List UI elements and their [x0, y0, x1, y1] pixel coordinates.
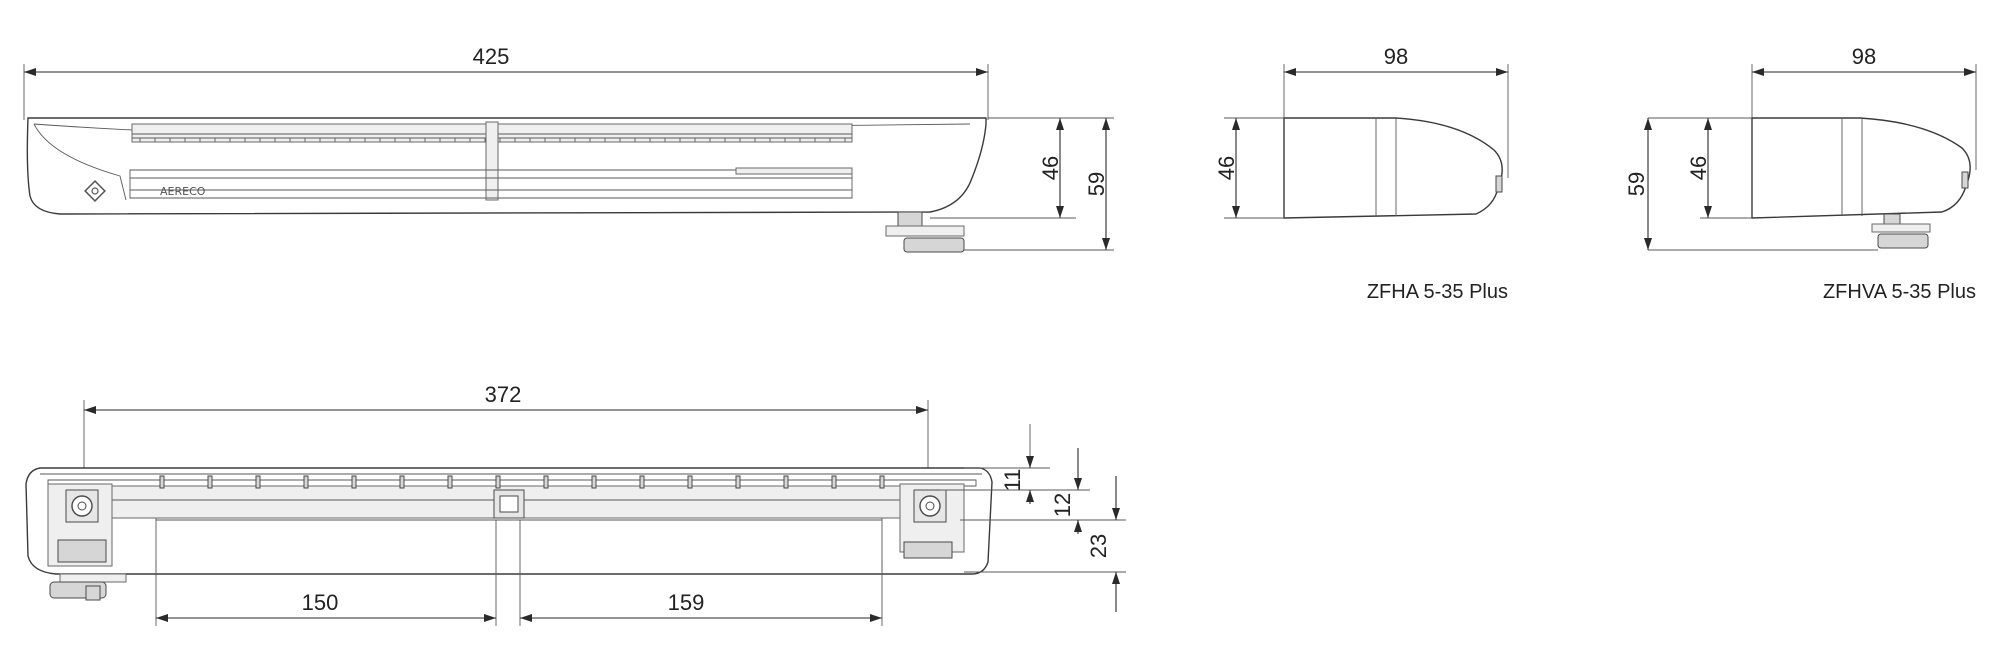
dim-offset-12: 12 — [1050, 493, 1075, 517]
front-view: 425 AERECO 46 59 — [23, 44, 1114, 253]
zfhva-profile — [1751, 117, 1971, 219]
dim-fixing-distance: 372 — [485, 382, 522, 407]
bottom-housing — [25, 467, 993, 575]
dim-offset-23: 23 — [1086, 534, 1111, 558]
dim-front-height-46: 46 — [1038, 156, 1063, 180]
zfha-profile — [1283, 117, 1503, 219]
front-foot — [885, 211, 965, 253]
center-fixing-hole-icon — [493, 489, 525, 519]
dim-zfha-height: 46 — [1214, 156, 1239, 180]
dim-zfha-depth: 98 — [1384, 44, 1408, 69]
dim-overall-width: 425 — [473, 44, 510, 69]
brand-text: AERECO — [160, 185, 206, 198]
dim-zfhva-height-59: 59 — [1624, 172, 1649, 196]
bottom-view: 372 — [25, 382, 1126, 626]
dim-front-height-59: 59 — [1084, 172, 1109, 196]
dim-zfhva-height-46: 46 — [1686, 156, 1711, 180]
side-view-zfhva: 98 59 46 ZFHVA 5-35 Plus — [1624, 44, 1977, 303]
dim-zfhva-depth: 98 — [1852, 44, 1876, 69]
side-view-zfha: 98 46 ZFHA 5-35 Plus — [1214, 44, 1509, 303]
dim-offset-11: 11 — [1000, 469, 1025, 492]
left-fixing-hole-icon — [65, 489, 99, 523]
dim-left-span: 150 — [302, 590, 339, 615]
zfhva-label: ZFHVA 5-35 Plus — [1823, 281, 1976, 303]
aereco-logo-icon — [84, 180, 106, 202]
dim-right-span: 159 — [668, 590, 705, 615]
right-fixing-hole-icon — [913, 489, 947, 523]
zfhva-foot — [1871, 213, 1931, 249]
bottom-foot — [49, 573, 127, 601]
zfha-label: ZFHA 5-35 Plus — [1367, 281, 1508, 303]
